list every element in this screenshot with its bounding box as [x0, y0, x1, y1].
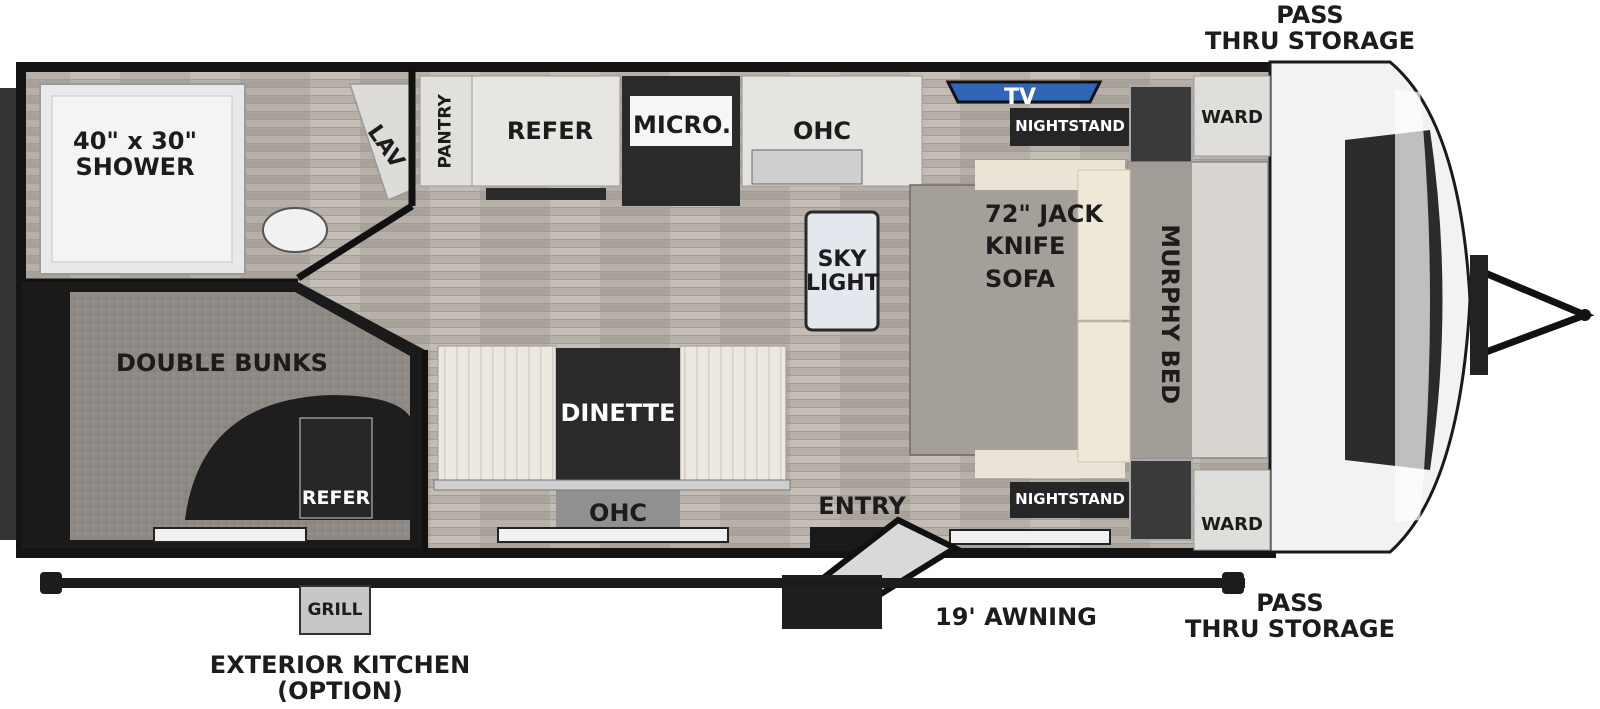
tv-label: TV — [1003, 85, 1037, 110]
ward-bottom-label: WARD — [1201, 514, 1263, 535]
micro-label: MICRO. — [633, 111, 731, 139]
double-bunks-label: DOUBLE BUNKS — [116, 349, 328, 377]
awning-end-right — [1222, 572, 1244, 594]
sink-basin — [751, 149, 863, 185]
ohc-kitchen-label: OHC — [792, 117, 852, 145]
awning-label: 19' AWNING — [935, 603, 1097, 631]
dinette-ohc — [556, 488, 680, 530]
exterior-kitchen-label: EXTERIOR KITCHEN (OPTION) — [209, 651, 471, 706]
ward-top-label: WARD — [1201, 107, 1263, 128]
dinette-seat-right — [679, 345, 787, 481]
pantry-label: PANTRY — [435, 94, 456, 169]
skylight — [804, 210, 880, 332]
rear-bumper — [0, 88, 16, 540]
dinette-shelf — [433, 479, 791, 491]
ward-shelf-bottom — [1129, 459, 1193, 541]
murphy-bed-label: MURPHY BED — [1156, 224, 1185, 405]
micro-face — [630, 96, 732, 146]
dinette-window — [497, 527, 729, 543]
bunk-refer — [299, 417, 373, 519]
nightstand-bottom — [1010, 482, 1130, 518]
nightstand-top — [1010, 108, 1130, 146]
front-cap-stripe — [1395, 90, 1430, 522]
pass-thru-storage-top-label: PASS THRU STORAGE — [1205, 1, 1415, 56]
tv-unit — [945, 80, 1103, 104]
dinette-seat-left — [437, 345, 557, 481]
sofa-label: 72" JACK KNIFE SOFA — [985, 200, 1103, 293]
shower-label: 40" x 30" SHOWER — [73, 127, 197, 182]
refer-cabinet — [471, 75, 621, 187]
nightstand-top-label: NIGHTSTAND — [1015, 117, 1125, 135]
pantry-cabinet — [419, 75, 473, 187]
ohc-dinette-label: OHC — [588, 499, 648, 527]
dinette-table — [556, 348, 680, 488]
refer-bunk-label: REFER — [301, 487, 371, 509]
jack-post — [1470, 255, 1488, 375]
refer-kitchen-label: REFER — [506, 117, 594, 145]
bunk-window — [153, 527, 307, 543]
front-side-window — [949, 529, 1111, 545]
awning-rail — [45, 578, 1245, 588]
shower-inner — [51, 95, 233, 263]
sofa-cushion-2 — [1077, 321, 1131, 463]
hitch — [1474, 264, 1595, 361]
bath-wall-diag — [296, 203, 414, 281]
ward-shelf-top — [1129, 85, 1193, 167]
ward-bottom — [1193, 469, 1271, 551]
pass-thru-storage-bottom-label: PASS THRU STORAGE — [1185, 589, 1395, 644]
refer-door — [486, 188, 606, 200]
sky-light-label: SKY LIGHT — [806, 247, 880, 297]
toilet — [262, 207, 328, 253]
awning-end-left — [40, 572, 62, 594]
nightstand-bottom-label: NIGHTSTAND — [1015, 490, 1125, 508]
grill-box — [299, 585, 371, 635]
grill-label: GRILL — [307, 600, 363, 620]
dinette-label: DINETTE — [560, 399, 676, 427]
murphy-bed-panel — [1128, 162, 1192, 458]
ward-top — [1193, 75, 1271, 157]
sofa-cushion-1 — [1077, 169, 1131, 321]
entry-label: ENTRY — [818, 492, 906, 520]
hitch-ball — [1579, 309, 1591, 321]
